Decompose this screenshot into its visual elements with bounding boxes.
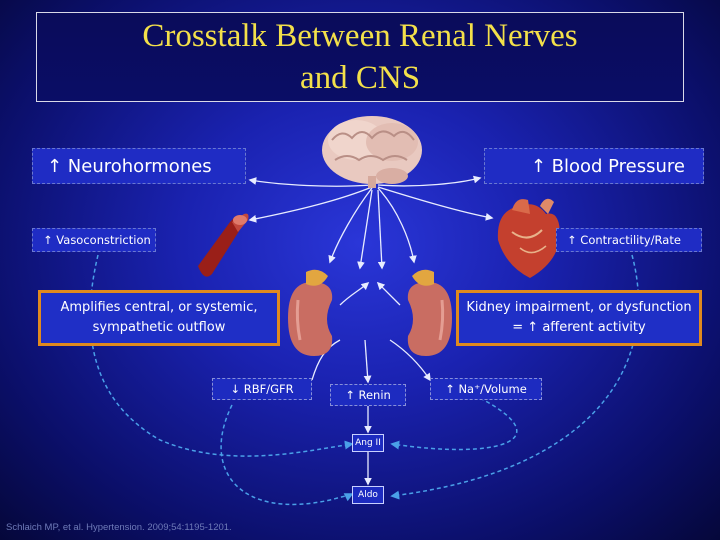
ang-ii-node: Ang II bbox=[352, 434, 384, 452]
contractility-label: ↑ Contractility/Rate bbox=[556, 228, 702, 252]
na-volume-node: ↑ Na⁺/Volume bbox=[430, 378, 542, 400]
arrow-brain-to-neurohormones bbox=[248, 177, 373, 187]
rbf-gfr-text: ↓ RBF/GFR bbox=[230, 382, 294, 396]
vasoconstriction-text: ↑ Vasoconstriction bbox=[43, 233, 151, 247]
renin-text: ↑ Renin bbox=[345, 388, 391, 402]
blood-pressure-label: ↑ Blood Pressure bbox=[484, 148, 704, 184]
arrow-brain-to-vasculature bbox=[248, 186, 373, 223]
ang-ii-text: Ang II bbox=[355, 438, 381, 448]
renin-node: ↑ Renin bbox=[330, 384, 406, 406]
amplifies-outflow-box: Amplifies central, or systemic, sympathe… bbox=[38, 290, 280, 346]
kidney-line-2: = ↑ afferent activity bbox=[512, 320, 646, 335]
arrow-kidney-to-na bbox=[389, 339, 431, 382]
vasoconstriction-label: ↑ Vasoconstriction bbox=[32, 228, 156, 252]
na-volume-text: ↑ Na⁺/Volume bbox=[445, 382, 527, 396]
dashed-vaso-to-ang bbox=[89, 254, 354, 457]
arrow-right-kidney-afferent bbox=[376, 281, 401, 306]
arrow-kidney-to-rbf bbox=[311, 339, 341, 381]
dashed-na-to-ang bbox=[390, 397, 518, 451]
arrow-brain-down-right bbox=[377, 189, 386, 270]
rbf-gfr-node: ↓ RBF/GFR bbox=[212, 378, 312, 400]
arrow-brain-down-left bbox=[357, 189, 373, 270]
dashed-rbf-to-aldo bbox=[220, 404, 354, 506]
contractility-text: ↑ Contractility/Rate bbox=[567, 233, 681, 247]
aldo-text: Aldo bbox=[358, 490, 378, 500]
title-box: Crosstalk Between Renal Nerves and CNS bbox=[36, 12, 684, 102]
aldo-node: Aldo bbox=[352, 486, 384, 504]
arrow-left-kidney-afferent bbox=[339, 281, 370, 306]
arrow-brain-to-left-kidney bbox=[328, 187, 373, 264]
kidney-line-1: Kidney impairment, or dysfunction bbox=[466, 300, 692, 315]
amplifies-line-1: Amplifies central, or systemic, bbox=[60, 300, 258, 315]
kidney-impairment-box: Kidney impairment, or dysfunction = ↑ af… bbox=[456, 290, 702, 346]
citation: Schlaich MP, et al. Hypertension. 2009;5… bbox=[6, 522, 232, 533]
blood-pressure-text: ↑ Blood Pressure bbox=[530, 155, 685, 177]
arrow-brain-to-right-kidney bbox=[377, 187, 417, 264]
neurohormones-label: ↑ Neurohormones bbox=[32, 148, 246, 184]
arrow-brain-to-heart bbox=[377, 186, 494, 221]
neurohormones-text: ↑ Neurohormones bbox=[47, 155, 212, 177]
arrow-kidney-to-renin bbox=[363, 339, 372, 384]
slide-title: Crosstalk Between Renal Nerves and CNS bbox=[142, 18, 578, 96]
amplifies-line-2: sympathetic outflow bbox=[92, 320, 226, 335]
arrow-brain-to-blood-pressure bbox=[377, 175, 482, 187]
